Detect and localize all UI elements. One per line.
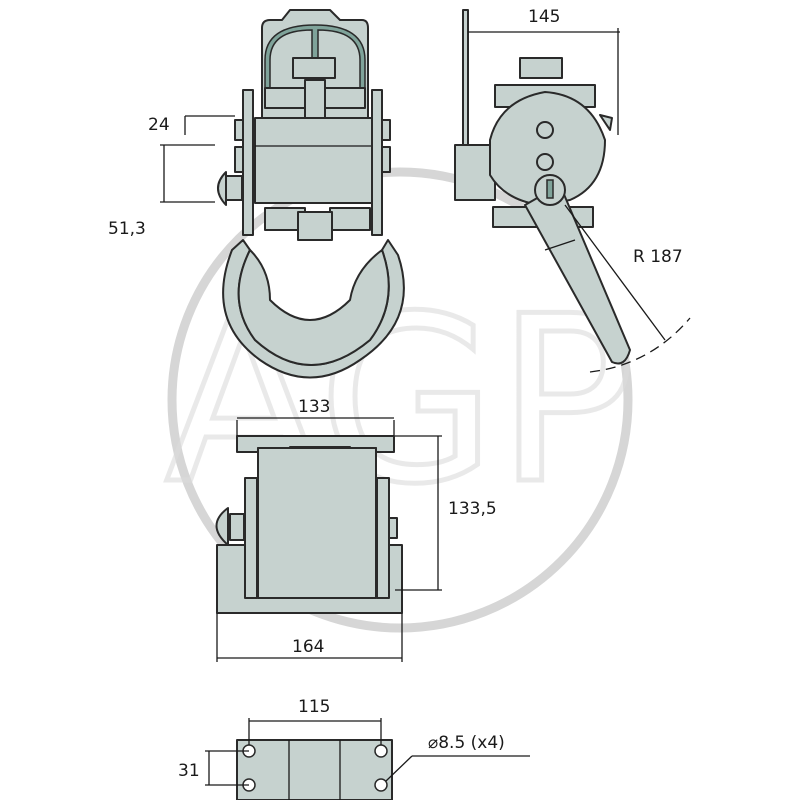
dim-base-width: 164 (292, 637, 324, 657)
mounting-hole (374, 778, 388, 792)
dim-top-width: 145 (528, 7, 560, 27)
dim-hole-vertical: 31 (178, 761, 200, 781)
dim-hole-spacing: 115 (298, 697, 330, 717)
front-view (217, 9, 405, 379)
plate-view (205, 718, 530, 800)
dim-spacing-large: 51,3 (108, 219, 146, 239)
dim-hole-diameter: ⌀8.5 (x4) (428, 733, 505, 753)
dim-radius: R 187 (633, 247, 683, 267)
side-view (454, 9, 691, 373)
dim-height: 133,5 (448, 499, 497, 519)
mounting-hole (374, 744, 388, 758)
dim-spacing-small: 24 (148, 115, 170, 135)
dim-plate-width: 133 (298, 397, 330, 417)
bottom-view (215, 417, 442, 662)
